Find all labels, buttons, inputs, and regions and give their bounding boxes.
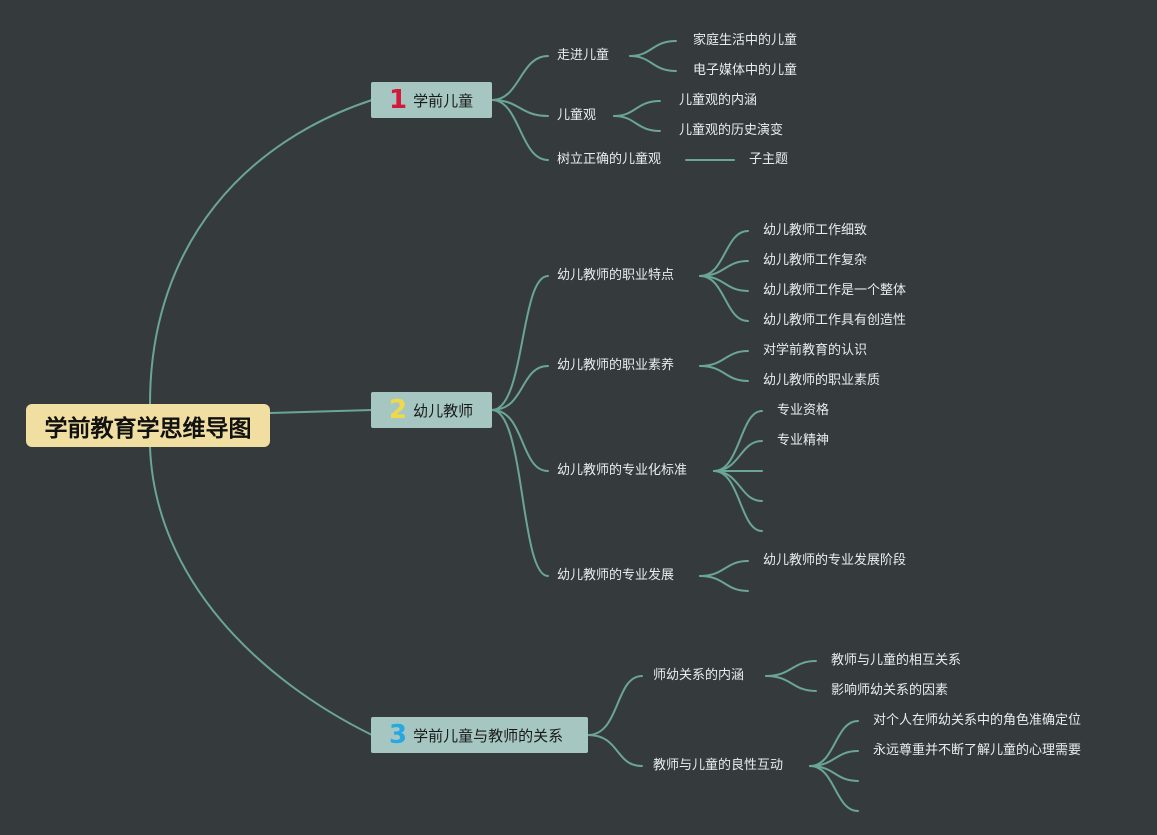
topic-label[interactable]: 幼儿教师的专业化标准 bbox=[557, 463, 688, 478]
root-topic[interactable]: 学前教育学思维导图 bbox=[26, 404, 270, 447]
subtopic-label[interactable]: 幼儿教师工作细致 bbox=[763, 223, 868, 238]
subtopic-label[interactable]: 幼儿教师的职业素质 bbox=[763, 373, 881, 388]
branch-3[interactable]: 3 学前儿童与教师的关系 bbox=[371, 717, 588, 753]
topic-label[interactable]: 树立正确的儿童观 bbox=[557, 152, 662, 167]
subtopic-label[interactable]: 幼儿教师的专业发展阶段 bbox=[763, 553, 907, 568]
subtopic-label[interactable]: 对个人在师幼关系中的角色准确定位 bbox=[873, 713, 1082, 728]
subtopic-label[interactable]: 儿童观的历史演变 bbox=[679, 123, 784, 138]
subtopic-label[interactable]: 电子媒体中的儿童 bbox=[693, 63, 798, 78]
topic-label[interactable]: 儿童观 bbox=[557, 108, 597, 123]
topic-label[interactable]: 师幼关系的内涵 bbox=[653, 668, 745, 683]
subtopic-label[interactable]: 子主题 bbox=[749, 152, 789, 167]
root-title: 学前教育学思维导图 bbox=[44, 415, 252, 442]
subtopic-label[interactable]: 专业资格 bbox=[777, 403, 830, 418]
subtopic-label[interactable]: 影响师幼关系的因素 bbox=[831, 683, 949, 698]
topic-label[interactable]: 幼儿教师的职业素养 bbox=[557, 358, 675, 373]
branch-title: 学前儿童 bbox=[413, 91, 474, 110]
branch-2[interactable]: 2 幼儿教师 bbox=[371, 392, 492, 428]
branch-number: 2 bbox=[389, 395, 408, 425]
subtopic-label[interactable]: 家庭生活中的儿童 bbox=[693, 33, 798, 48]
subtopic-label[interactable]: 对学前教育的认识 bbox=[763, 343, 868, 358]
subtopic-label[interactable]: 永远尊重并不断了解儿童的心理需要 bbox=[873, 743, 1082, 758]
topic-label[interactable]: 幼儿教师的专业发展 bbox=[557, 568, 675, 583]
subtopic-label[interactable]: 幼儿教师工作具有创造性 bbox=[763, 313, 907, 328]
subtopic-label[interactable]: 幼儿教师工作复杂 bbox=[763, 253, 868, 268]
branch-title: 幼儿教师 bbox=[413, 401, 474, 420]
subtopic-label[interactable]: 专业精神 bbox=[777, 433, 830, 448]
subtopic-label[interactable]: 幼儿教师工作是一个整体 bbox=[763, 283, 907, 298]
subtopic-label[interactable]: 儿童观的内涵 bbox=[679, 93, 758, 108]
topic-label[interactable]: 幼儿教师的职业特点 bbox=[557, 268, 675, 283]
branch-title: 学前儿童与教师的关系 bbox=[413, 726, 564, 745]
topic-label[interactable]: 走进儿童 bbox=[557, 48, 610, 63]
branch-1[interactable]: 1 学前儿童 bbox=[371, 82, 492, 118]
topic-label[interactable]: 教师与儿童的良性互动 bbox=[653, 758, 784, 773]
subtopic-label[interactable]: 教师与儿童的相互关系 bbox=[831, 653, 962, 668]
branch-number: 3 bbox=[389, 720, 408, 750]
branch-number: 1 bbox=[389, 85, 408, 115]
